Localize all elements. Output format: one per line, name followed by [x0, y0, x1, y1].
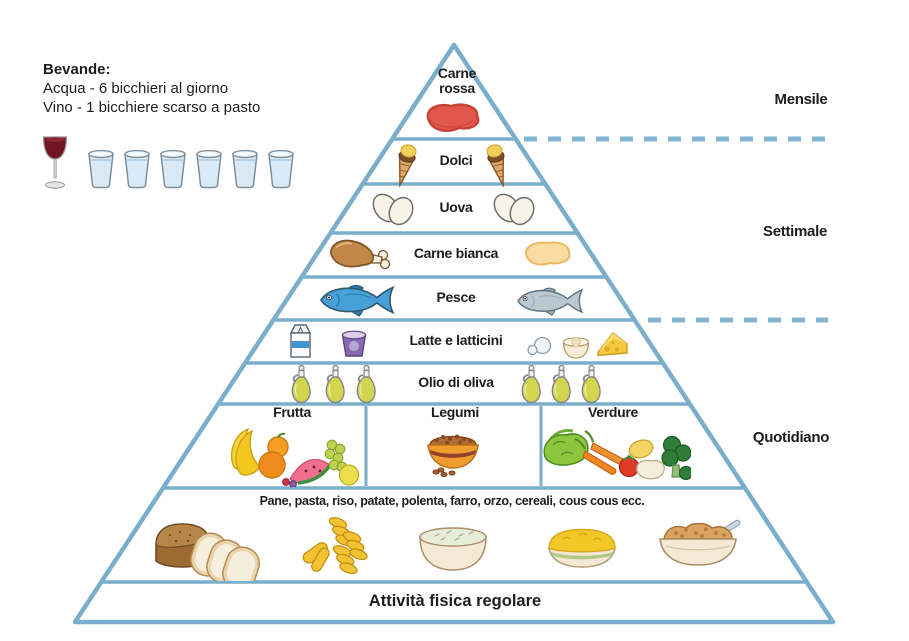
water-glass-icon	[159, 149, 187, 189]
white-meat-icon	[524, 241, 571, 266]
olive-oil-cruet-icon	[355, 365, 377, 404]
level-label-uova: Uova	[439, 199, 473, 215]
legume-bowl-icon	[427, 434, 479, 477]
level-label-dolci: Dolci	[439, 152, 473, 168]
water-glass-icon	[231, 149, 259, 189]
mozzarella-icon	[527, 336, 552, 356]
level-label-cereali: Pane, pasta, riso, patate, polenta, farr…	[259, 494, 645, 508]
water-glass-icon	[267, 149, 295, 189]
cream-cup-icon	[562, 337, 590, 359]
cheese-wedge-icon	[597, 332, 628, 357]
beverages-legend: Bevande: Acqua - 6 bicchieri al giorno V…	[43, 60, 260, 117]
cell-label-verdure: Verdure	[587, 404, 639, 420]
water-glass-icon	[195, 149, 223, 189]
olive-oil-cruet-icon	[580, 365, 602, 404]
olive-oil-cruet-icon	[290, 365, 312, 404]
gray-fish-icon	[514, 285, 586, 317]
bread-icon	[155, 523, 260, 581]
frequency-daily-label: Quotidiano	[752, 429, 830, 446]
vegetable-cluster-icon	[543, 429, 691, 481]
polenta-bowl-icon	[548, 528, 616, 568]
red-meat-icon	[426, 103, 480, 132]
water-glass-icon	[123, 149, 151, 189]
fruit-cluster-icon	[230, 427, 360, 487]
level-label-carne-rossa: Carne rossa	[437, 65, 477, 97]
wine-glass-icon	[42, 136, 68, 189]
level-label-latte: Latte e latticini	[409, 332, 503, 348]
legend-title: Bevande:	[43, 61, 111, 78]
blue-fish-icon	[317, 282, 397, 318]
legend-water-line: Acqua - 6 bicchieri al giorno	[43, 80, 229, 97]
frequency-monthly-label: Mensile	[774, 91, 828, 108]
eggs-icon	[371, 190, 417, 228]
olive-oil-cruet-icon	[520, 365, 542, 404]
milk-carton-icon	[289, 324, 312, 358]
olive-oil-cruet-icon	[324, 365, 346, 404]
rice-bowl-icon	[419, 527, 487, 571]
cell-label-frutta: Frutta	[273, 404, 311, 420]
level-label-pesce: Pesce	[436, 289, 476, 305]
cereal-bowl-icon	[659, 519, 741, 566]
base-label-attivita-fisica: Attività fisica regolare	[368, 592, 542, 610]
cell-label-legumi: Legumi	[431, 404, 479, 420]
olive-oil-cruet-icon	[550, 365, 572, 404]
legend-wine-line: Vino - 1 bicchiere scarso a pasto	[43, 99, 261, 116]
chicken-drumstick-icon	[330, 239, 391, 270]
eggs-icon	[492, 190, 538, 228]
level-label-carne-bianca: Carne bianca	[413, 245, 499, 261]
yogurt-cup-icon	[341, 330, 367, 357]
water-glass-icon	[87, 149, 115, 189]
ice-cream-icon	[384, 139, 426, 191]
level-label-olio: Olio di oliva	[418, 374, 494, 390]
pasta-icon	[302, 517, 368, 575]
ice-cream-icon	[477, 139, 519, 191]
frequency-weekly-label: Settimale	[763, 223, 827, 240]
